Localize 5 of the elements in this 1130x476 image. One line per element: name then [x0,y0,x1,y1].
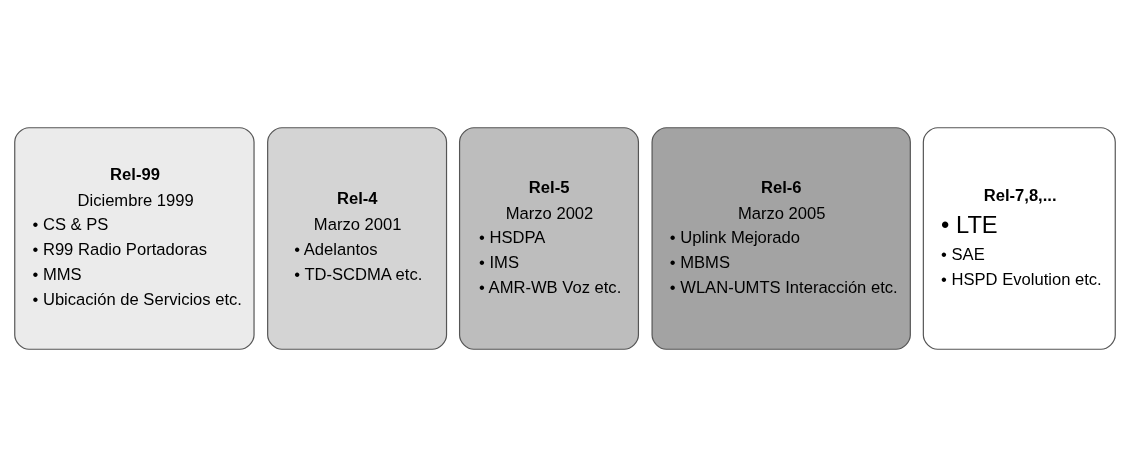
node-box: Rel-7,8,... • LTE • SAE • HSPD Evolution etc. [922,126,1116,350]
node-box: Rel-5 Marzo 2002 • HSDPA • IMS • AMR-WB Voz etc. [459,126,640,350]
node-box: Rel-99 Diciembre 1999 • CS & PS • R99 Radio Portadoras • MMS • Ubicación de Servicios etc. [14,126,255,350]
node-box: Rel-4 Marzo 2001 • Adelantos • TD-SCDMA etc. [267,126,448,350]
node-box: Rel-6 Marzo 2005 • Uplink Mejorado • MBMS • WLAN-UMTS Interacción etc. [651,126,911,350]
